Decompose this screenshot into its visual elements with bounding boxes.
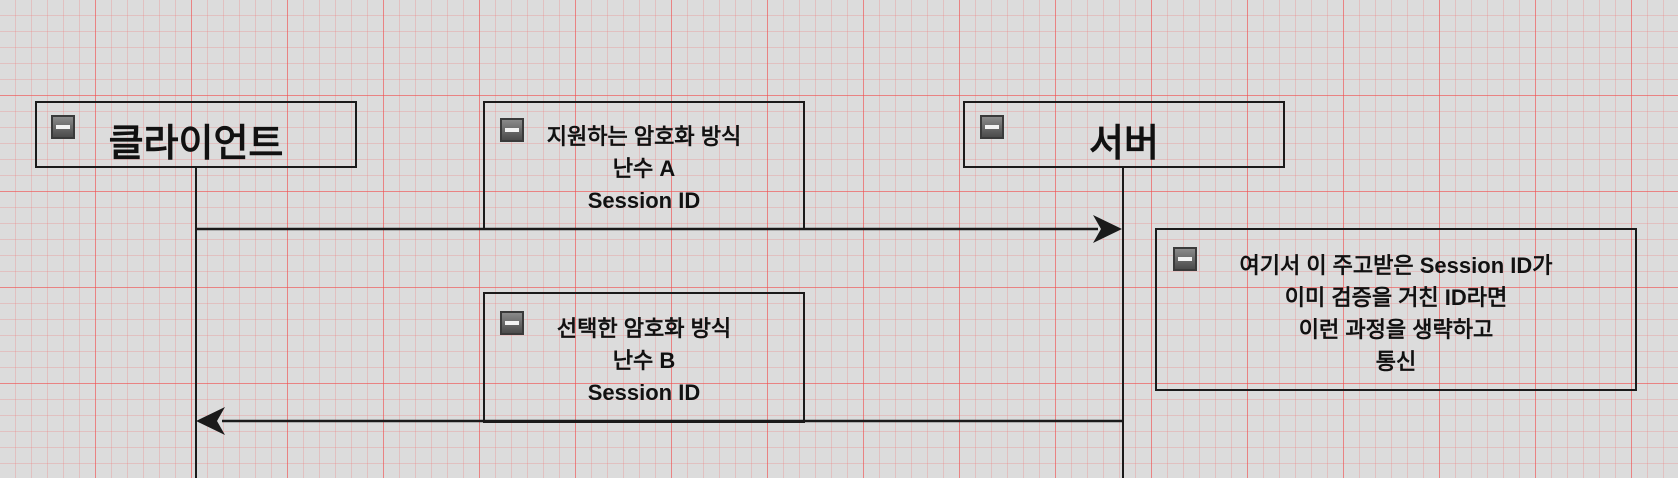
message-line: Session ID: [587, 188, 701, 213]
message-line: 난수 B: [612, 348, 676, 373]
note-line: 여기서 이 주고받은 Session ID가: [1239, 253, 1553, 278]
session-note[interactable]: 여기서 이 주고받은 Session ID가 이미 검증을 거친 ID라면 이런…: [1155, 228, 1637, 391]
server-participant[interactable]: 서버: [963, 101, 1285, 168]
client-participant[interactable]: 클라이언트: [35, 101, 357, 168]
collapse-icon[interactable]: [500, 311, 524, 335]
request-arrowhead: [1093, 215, 1122, 243]
server-hello-text: 선택한 암호화 방식 난수 B Session ID: [485, 313, 803, 409]
session-note-text: 여기서 이 주고받은 Session ID가 이미 검증을 거친 ID라면 이런…: [1157, 250, 1635, 378]
message-line: Session ID: [587, 380, 701, 405]
message-line: 난수 A: [612, 156, 676, 181]
message-line: 선택한 암호화 방식: [556, 316, 732, 341]
collapse-icon[interactable]: [1173, 247, 1197, 271]
server-label: 서버: [1089, 123, 1159, 165]
client-label: 클라이언트: [108, 123, 284, 165]
collapse-icon[interactable]: [500, 118, 524, 142]
collapse-icon[interactable]: [51, 115, 75, 139]
collapse-icon[interactable]: [980, 115, 1004, 139]
response-arrowhead: [196, 407, 225, 435]
note-line: 이미 검증을 거친 ID라면: [1284, 285, 1508, 310]
note-line: 통신: [1375, 349, 1417, 374]
client-lifeline: [195, 168, 197, 478]
server-lifeline: [1122, 168, 1124, 478]
client-hello-message[interactable]: 지원하는 암호화 방식 난수 A Session ID: [483, 101, 805, 230]
note-line: 이런 과정을 생략하고: [1298, 317, 1494, 342]
message-line: 지원하는 암호화 방식: [546, 124, 742, 149]
client-hello-text: 지원하는 암호화 방식 난수 A Session ID: [485, 121, 803, 217]
server-hello-message[interactable]: 선택한 암호화 방식 난수 B Session ID: [483, 292, 805, 423]
